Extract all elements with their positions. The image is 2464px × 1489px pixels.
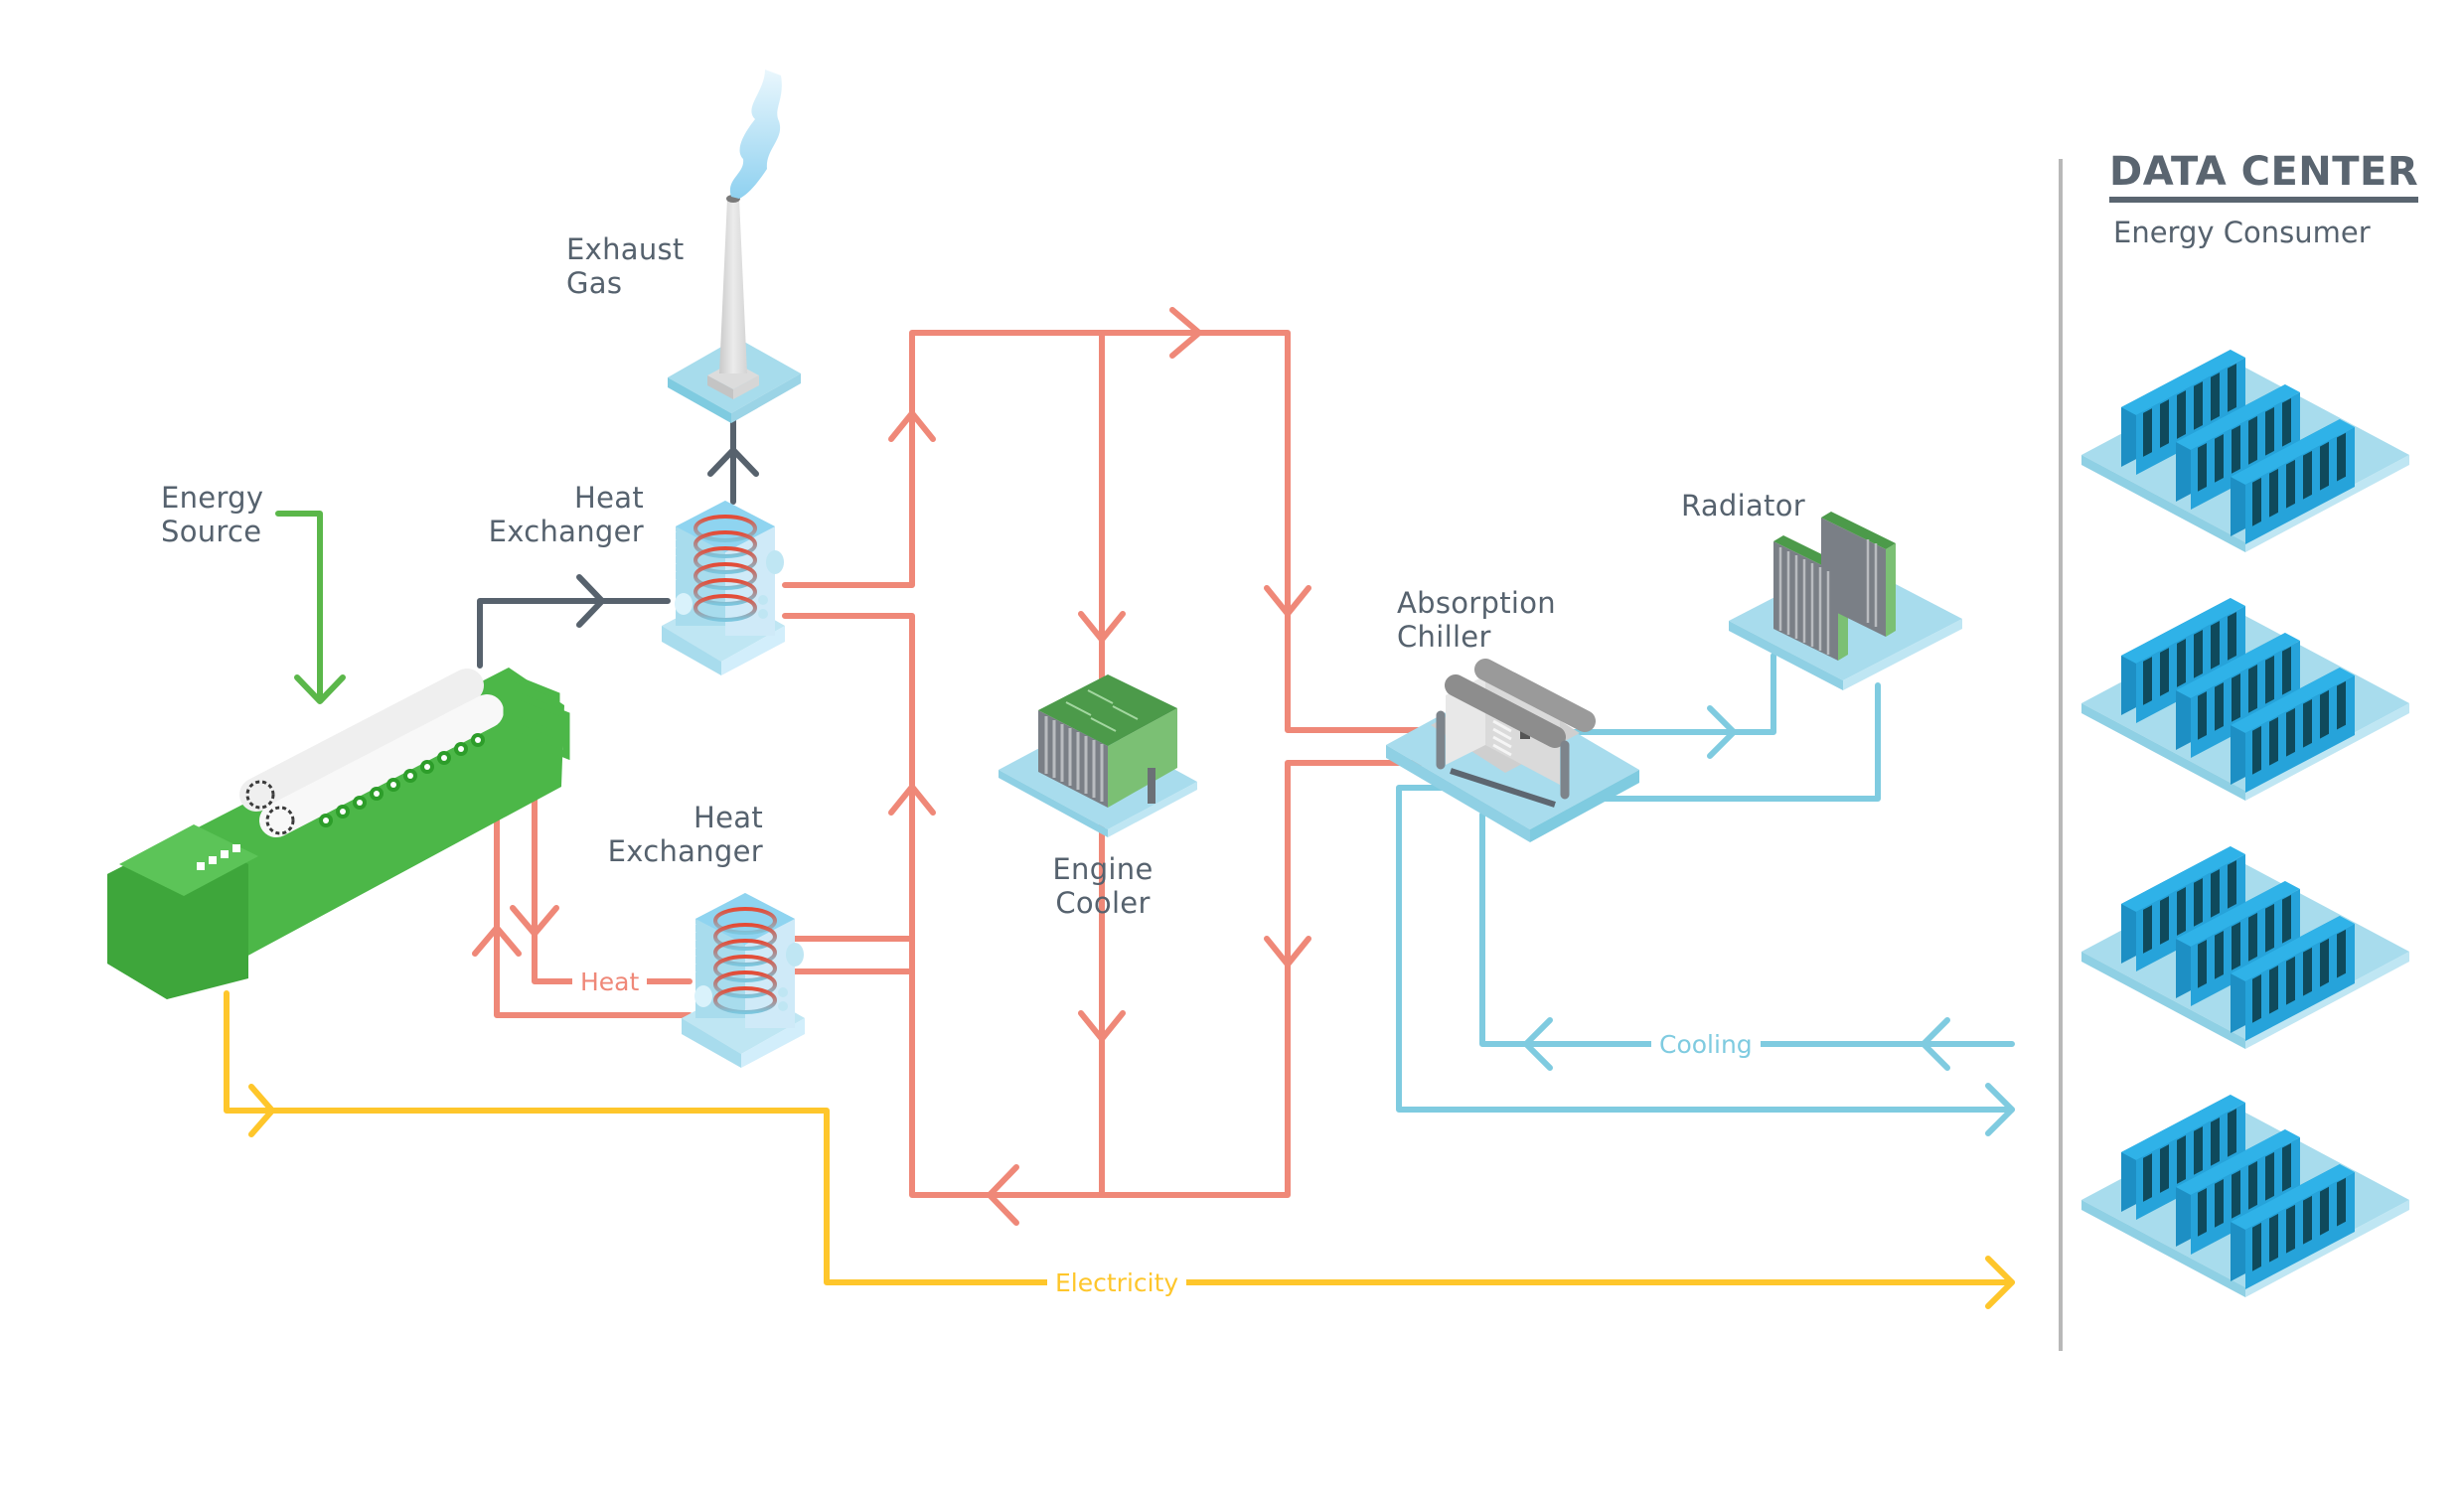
- arrow-left-icon: [1523, 1017, 1553, 1071]
- arrow-up-icon: [888, 410, 936, 442]
- exhaust-line-engine: [477, 598, 671, 669]
- engine-generator-icon: [107, 668, 570, 999]
- cooling-line-return: [1479, 812, 2015, 1047]
- exhaust-stack-icon: [668, 70, 801, 423]
- server-rack-group-icon: [2081, 846, 2409, 1049]
- arrow-down-icon: [1264, 936, 1311, 968]
- server-rack-row: [2231, 419, 2355, 544]
- server-rack-row: [2121, 1095, 2245, 1220]
- data-center-title: DATA CENTER: [2109, 149, 2419, 203]
- arrow-right-icon: [248, 1084, 275, 1137]
- arrow-left-icon: [987, 1164, 1019, 1226]
- arrow-up-icon: [888, 784, 936, 816]
- server-rack-row: [2176, 1129, 2300, 1255]
- absorption-chiller-icon: [1386, 659, 1639, 842]
- server-rack-row: [2121, 350, 2245, 475]
- cooling-line-supply: [1396, 785, 2015, 1113]
- arrow-right-icon: [1169, 307, 1202, 359]
- cooling-line-from-radiator: [1597, 682, 1881, 802]
- energy-source-line: [275, 511, 323, 703]
- arrow-up-icon: [472, 925, 522, 957]
- server-rack-group-icon: [2081, 350, 2409, 552]
- exhaust-gas-label: Exhaust Gas: [566, 232, 685, 300]
- server-rack-row: [2231, 668, 2355, 793]
- arrow-right-icon: [1985, 1256, 2015, 1309]
- data-center-divider: [2059, 159, 2063, 1351]
- arrow-down-icon: [1264, 585, 1311, 617]
- heat-exchanger-bottom-icon: [682, 893, 805, 1068]
- arrow-down-icon: [294, 674, 346, 704]
- server-rack-group-icon: [2081, 598, 2409, 801]
- arrow-down-icon: [1078, 1010, 1126, 1042]
- cooling-line-to-radiator: [1567, 653, 1776, 735]
- arrow-right-icon: [1707, 705, 1737, 759]
- cooling-flow-label: Cooling: [1651, 1030, 1761, 1060]
- engine-cooler-label: Engine Cooler: [1052, 852, 1154, 920]
- server-rack-groups: [2081, 350, 2409, 1297]
- engine-cooler-icon: [999, 674, 1197, 837]
- arrow-left-icon: [1921, 1017, 1950, 1071]
- server-rack-row: [2231, 1164, 2355, 1289]
- server-rack-row: [2231, 916, 2355, 1041]
- arrow-right-icon: [1985, 1083, 2015, 1136]
- arrow-down-icon: [1078, 611, 1126, 643]
- absorption-chiller-label: Absorption Chiller: [1397, 586, 1556, 654]
- electricity-line: [224, 990, 2015, 1285]
- server-rack-row: [2121, 598, 2245, 723]
- server-rack-row: [2176, 384, 2300, 510]
- server-rack-row: [2176, 881, 2300, 1006]
- arrow-up-icon: [707, 447, 759, 477]
- energy-source-label: Energy Source: [161, 481, 264, 548]
- radiator-label: Radiator: [1681, 489, 1805, 522]
- heat-flow-label: Heat: [572, 968, 648, 997]
- radiator-icon: [1729, 512, 1962, 690]
- arrow-down-icon: [510, 905, 559, 937]
- data-center-subtitle: Energy Consumer: [2113, 216, 2371, 249]
- electricity-flow-label: Electricity: [1047, 1268, 1187, 1298]
- server-rack-row: [2176, 633, 2300, 758]
- server-rack-row: [2121, 846, 2245, 971]
- arrow-right-icon: [576, 574, 605, 628]
- heat-exchanger-bottom-label: Heat Exchanger: [607, 801, 763, 868]
- heat-line-engine-in: [494, 792, 693, 1018]
- server-rack-group-icon: [2081, 1095, 2409, 1297]
- heat-exchanger-top-label: Heat Exchanger: [488, 481, 644, 548]
- heat-exchanger-top-icon: [662, 501, 785, 675]
- heat-line-engine-out: [532, 777, 585, 984]
